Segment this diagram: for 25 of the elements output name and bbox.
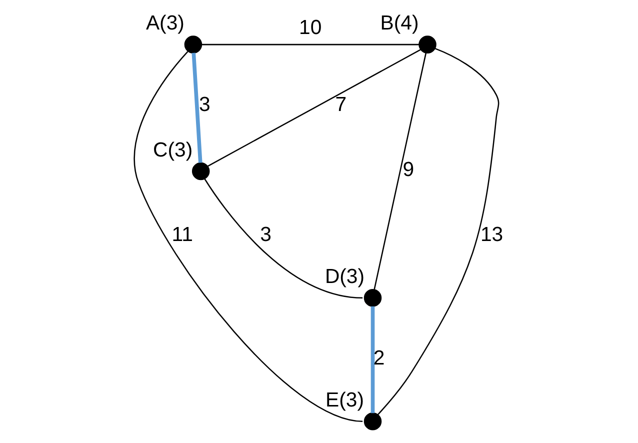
edge-label: 9 bbox=[402, 159, 414, 182]
node-label: C(3) bbox=[153, 139, 193, 162]
edge-label: 11 bbox=[172, 224, 193, 246]
connector bbox=[204, 178, 363, 299]
node-label: E(3) bbox=[326, 389, 364, 412]
connector bbox=[202, 44, 420, 46]
edge-label: 10 bbox=[299, 17, 322, 40]
node-label: D(3) bbox=[324, 266, 365, 288]
connector bbox=[370, 306, 375, 414]
connector bbox=[207, 49, 421, 167]
connector bbox=[134, 51, 363, 422]
edge-label: 7 bbox=[335, 94, 347, 116]
node-circle bbox=[364, 412, 382, 430]
node-label: B(4) bbox=[380, 12, 419, 35]
connector bbox=[377, 48, 500, 416]
node-label: A(3) bbox=[146, 12, 184, 35]
node-circle bbox=[364, 289, 382, 307]
connector bbox=[374, 52, 427, 290]
edge-label: 3 bbox=[260, 224, 272, 246]
edge-label: 13 bbox=[480, 224, 504, 246]
node-circle bbox=[192, 162, 210, 180]
edge-label: 3 bbox=[199, 94, 210, 116]
connector bbox=[192, 52, 202, 163]
node-circle bbox=[418, 36, 436, 54]
node-circle bbox=[184, 36, 202, 54]
